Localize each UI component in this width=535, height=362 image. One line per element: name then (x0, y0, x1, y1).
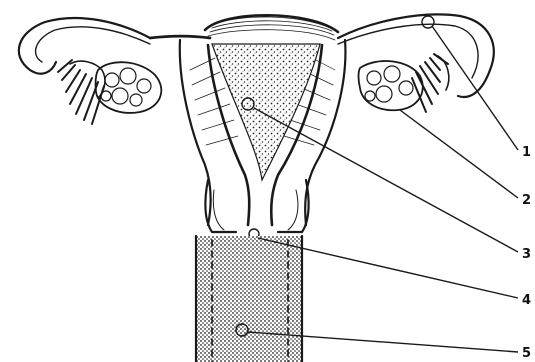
leader-1 (432, 26, 518, 150)
uterine-cavity (212, 44, 320, 180)
leader-3 (254, 108, 518, 252)
callout-label-2: 2 (522, 193, 531, 208)
leader-2 (400, 110, 518, 198)
uterine-fundus (205, 15, 338, 40)
callout-label-5: 5 (522, 346, 531, 361)
callout-label-4: 4 (522, 293, 531, 308)
callout-label-1: 1 (522, 145, 531, 160)
right-fallopian-tube (338, 14, 494, 97)
callout-label-3: 3 (522, 247, 531, 262)
right-ovary (359, 61, 423, 110)
vagina (196, 236, 302, 362)
left-ovary (96, 62, 162, 113)
right-fimbriae (412, 54, 449, 112)
callout-labels: 1 2 3 4 5 (522, 145, 531, 361)
cervix (205, 180, 308, 239)
